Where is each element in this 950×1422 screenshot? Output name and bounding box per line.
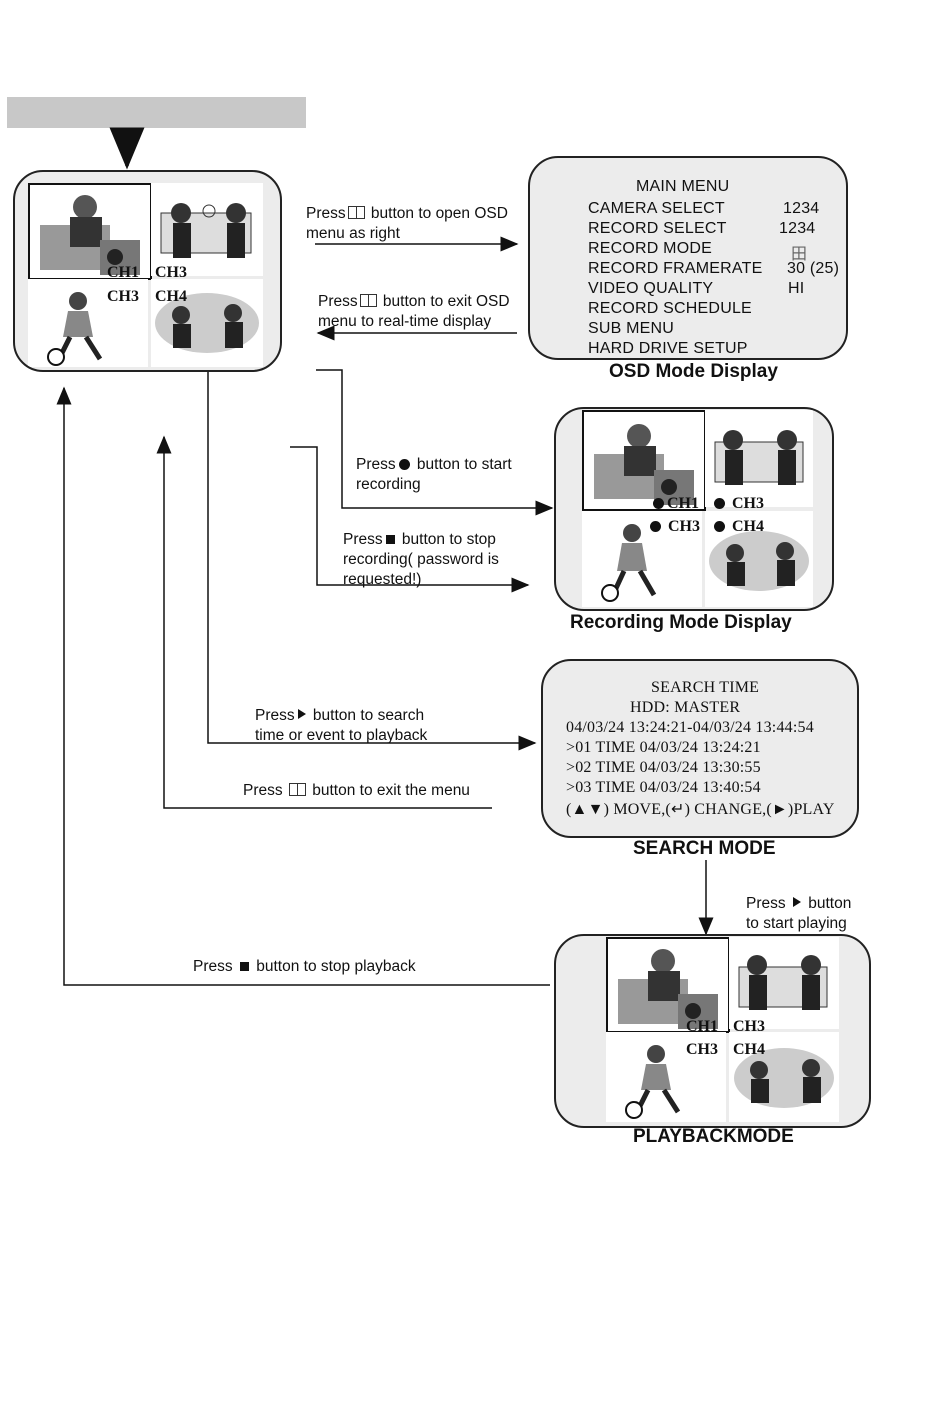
- rec-cam2: [705, 410, 813, 507]
- live-label-ch3-top: CH3: [155, 264, 187, 281]
- live-cam3: [28, 279, 148, 367]
- rec-cam3: [582, 511, 702, 607]
- osd-item-record-framerate: RECORD FRAMERATE: [588, 260, 763, 277]
- search-arrow: [207, 372, 537, 751]
- stop-play-arrow: [56, 386, 550, 986]
- office-worker-icon: [40, 195, 140, 275]
- note-exit-menu: Press button to exit the menu: [243, 782, 470, 799]
- rec-cam4: [705, 511, 813, 607]
- osd-menu-panel: MAIN MENU CAMERA SELECT 1234 RECORD SELE…: [528, 156, 848, 360]
- triangle-icon: [297, 709, 306, 719]
- office-worker-icon: [594, 424, 694, 505]
- osd-item-sub-menu: SUB MENU: [588, 320, 675, 337]
- osd-item-video-quality: VIDEO QUALITY: [588, 280, 714, 297]
- dot-icon: [653, 498, 664, 509]
- rec-cam1: [582, 410, 706, 511]
- people-oval-icon: [734, 1048, 834, 1108]
- header-bar: [7, 97, 306, 128]
- office-worker-icon: [618, 949, 718, 1029]
- play-cam2: [729, 937, 839, 1029]
- meeting-icon: [160, 203, 252, 258]
- live-label-ch4: CH4: [155, 288, 187, 305]
- meeting-icon: [714, 430, 804, 485]
- live-display-panel: CH1 CH3 CH3 CH4: [13, 170, 282, 372]
- soccer-player-icon: [601, 524, 657, 602]
- recording-caption: Recording Mode Display: [570, 612, 792, 633]
- live-cam1: [28, 183, 152, 280]
- search-menu-panel: SEARCH TIME HDD: MASTER 04/03/24 13:24:2…: [541, 659, 859, 838]
- stop-rec-arrow: [290, 446, 530, 593]
- play-cam1: [606, 937, 730, 1033]
- osd-item-record-select: RECORD SELECT: [588, 220, 727, 237]
- osd-caption: OSD Mode Display: [609, 361, 778, 382]
- dot-icon: [650, 521, 661, 532]
- play-cam3: [606, 1032, 726, 1122]
- osd-item-camera-select: CAMERA SELECT: [588, 200, 725, 217]
- search-range: 04/03/24 13:24:21-04/03/24 13:44:54: [566, 719, 814, 736]
- play-cam4: [729, 1032, 839, 1122]
- book-icon: [347, 206, 365, 219]
- osd-item-record-schedule: RECORD SCHEDULE: [588, 300, 752, 317]
- dot-icon: [714, 498, 725, 509]
- live-cam2: [151, 183, 263, 276]
- dot-icon: [398, 459, 410, 470]
- live-cam4: [151, 279, 263, 367]
- square-icon: [385, 535, 395, 544]
- note-start-playing: Press button to start playing: [746, 895, 852, 932]
- people-oval-icon: [155, 293, 259, 353]
- osd-item-record-mode: RECORD MODE: [588, 240, 712, 257]
- rec-label-ch4: CH4: [711, 518, 764, 536]
- book-icon: [288, 783, 306, 796]
- play-label-ch1: CH1: [686, 1018, 718, 1035]
- playback-caption: PLAYBACKMODE: [633, 1126, 794, 1147]
- search-title: SEARCH TIME: [651, 679, 760, 696]
- search-entry-2: >02 TIME 04/03/24 13:30:55: [566, 759, 761, 776]
- live-label-ch3: CH3: [107, 288, 139, 305]
- note-start-recording: Press button to start recording: [356, 456, 512, 493]
- osd-value-record-framerate: 30 (25): [787, 260, 840, 277]
- exit-menu-arrow: [156, 435, 492, 809]
- osd-item-hard-drive-setup: HARD DRIVE SETUP: [588, 340, 748, 357]
- playback-display-panel: CH1 CH3 CH3 CH4: [554, 934, 871, 1128]
- search-caption: SEARCH MODE: [633, 838, 776, 859]
- search-entry-3: >03 TIME 04/03/24 13:40:54: [566, 779, 761, 796]
- recording-display-panel: CH1 CH3 CH3 CH4: [554, 407, 834, 611]
- search-entry-1: >01 TIME 04/03/24 13:24:21: [566, 739, 761, 756]
- rec-label-ch1: CH1: [650, 495, 699, 513]
- soccer-player-icon: [625, 1045, 681, 1119]
- triangle-icon: [792, 897, 801, 907]
- meeting-icon: [738, 955, 828, 1010]
- book-icon: [359, 294, 377, 307]
- osd-menu-title: MAIN MENU: [636, 178, 730, 195]
- soccer-player-icon: [47, 292, 103, 366]
- start-rec-arrow: [316, 369, 554, 516]
- osd-value-video-quality: HI: [788, 280, 805, 297]
- play-label-ch4: CH4: [733, 1041, 765, 1058]
- search-help: (▲▼) MOVE,(↵) CHANGE,(►)PLAY: [566, 801, 835, 818]
- live-label-ch1: CH1: [107, 264, 139, 281]
- play-label-ch3-top: CH3: [733, 1018, 765, 1035]
- note-exit-osd: Press button to exit OSD menu to real-ti…: [318, 293, 510, 330]
- rec-label-ch3-top: CH3: [711, 495, 764, 513]
- osd-value-record-select: 1234: [779, 220, 816, 237]
- note-stop-recording: Press button to stop recording( password…: [343, 531, 499, 588]
- osd-value-record-mode: 田: [791, 246, 808, 263]
- osd-value-camera-select: 1234: [783, 200, 820, 217]
- dot-icon: [714, 521, 725, 532]
- people-oval-icon: [709, 531, 809, 591]
- note-stop-playback: Press button to stop playback: [193, 958, 416, 975]
- play-label-ch3: CH3: [686, 1041, 718, 1058]
- square-icon: [239, 962, 249, 971]
- rec-label-ch3: CH3: [647, 518, 700, 536]
- search-hdd: HDD: MASTER: [630, 699, 741, 716]
- note-search: Press button to search time or event to …: [255, 707, 428, 744]
- note-open-osd: Press button to open OSD menu as right: [306, 205, 508, 242]
